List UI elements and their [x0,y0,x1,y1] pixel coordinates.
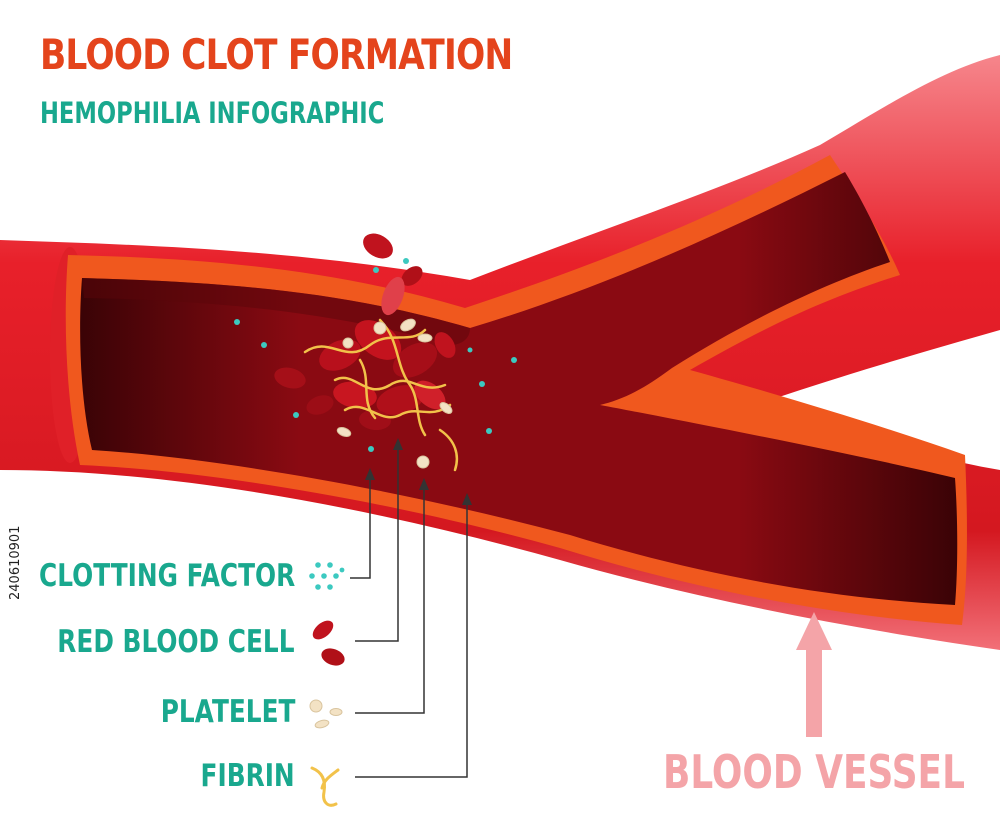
diagram-title: BLOOD CLOT FORMATION [40,30,513,79]
red-blood-cell [392,342,438,378]
legend-label-red-blood-cell: RED BLOOD CELL [57,624,295,660]
leader-lines [350,445,468,778]
legend-label-platelet: PLATELET [160,694,295,730]
red-blood-cell [376,385,424,415]
red-blood-cell [401,266,423,286]
clotting-factor-icon [309,562,345,590]
watermark-id: 240610901 [8,525,23,600]
red-blood-cell [381,276,405,316]
red-blood-cell [363,233,393,259]
legend-label-clotting-factor: CLOTTING FACTOR [38,558,295,594]
clotting-factor-dots [234,258,517,452]
leader-arrowheads [365,438,472,505]
red-blood-cell [306,395,334,415]
blood-vessel-label: BLOOD VESSEL [663,745,965,799]
vessel-lumen [80,172,958,605]
blood-vessel-pointer [796,612,832,737]
platelet-icon [309,699,343,729]
red-blood-cell [274,367,306,389]
red-blood-cell-icon [312,620,345,666]
diagram-subtitle: HEMOPHILIA INFOGRAPHIC [40,96,385,130]
legend-label-fibrin: FIBRIN [200,758,295,794]
fibrin-icon [310,766,340,807]
red-blood-cell [434,332,456,358]
platelets [336,318,453,469]
fibrin-strands [303,318,459,472]
lumen-shade [82,278,470,345]
